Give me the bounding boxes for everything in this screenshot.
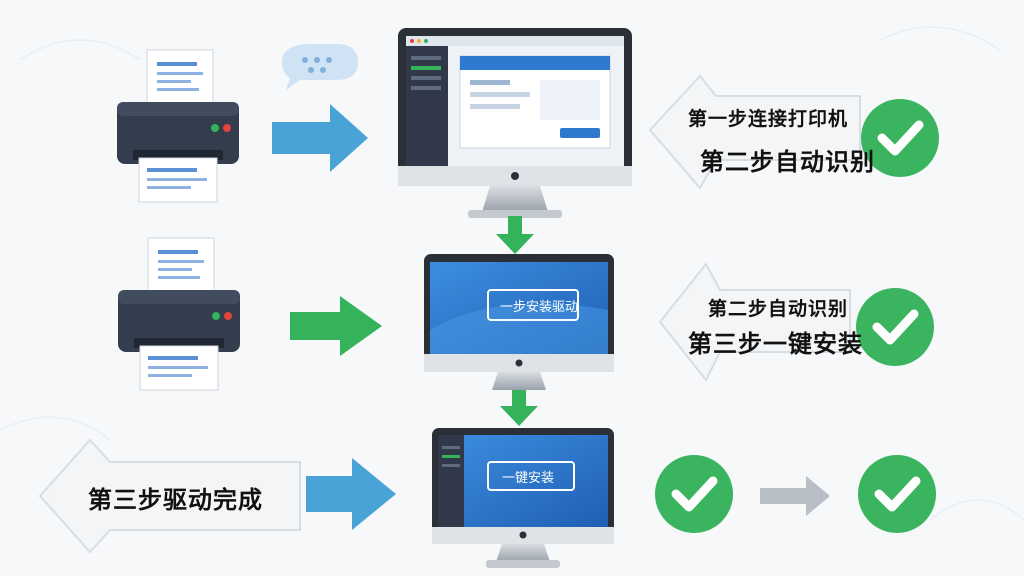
arrow-icon <box>306 458 396 530</box>
check-circle-icon <box>858 455 936 533</box>
arrow-icon <box>38 438 301 554</box>
check-circle-icon <box>655 455 733 533</box>
arrow-icon <box>500 390 538 426</box>
step-label: 第一步连接打印机 <box>688 108 849 130</box>
arrow-icon <box>496 216 534 254</box>
chat-bubble-icon <box>282 44 358 90</box>
monitor-icon <box>398 28 632 218</box>
arrow-icon <box>760 476 830 516</box>
printer-icon <box>116 49 240 203</box>
printer-icon <box>117 237 241 391</box>
screen-text: 一键安装 <box>502 471 555 486</box>
step-label: 第三步一键安装 <box>688 330 863 358</box>
step-label: 第二步自动识别 <box>700 148 875 176</box>
check-circle-icon <box>856 288 934 366</box>
monitor-icon <box>432 428 614 568</box>
arrow-icon <box>658 262 851 382</box>
arrow-icon <box>648 74 861 190</box>
step-label: 第二步自动识别 <box>708 298 849 320</box>
monitor-icon <box>424 254 614 390</box>
step-label: 第三步驱动完成 <box>88 486 263 514</box>
screen-text: 一步安装驱动 <box>500 300 579 315</box>
arrow-icon <box>290 296 382 356</box>
arrow-icon <box>272 104 368 172</box>
